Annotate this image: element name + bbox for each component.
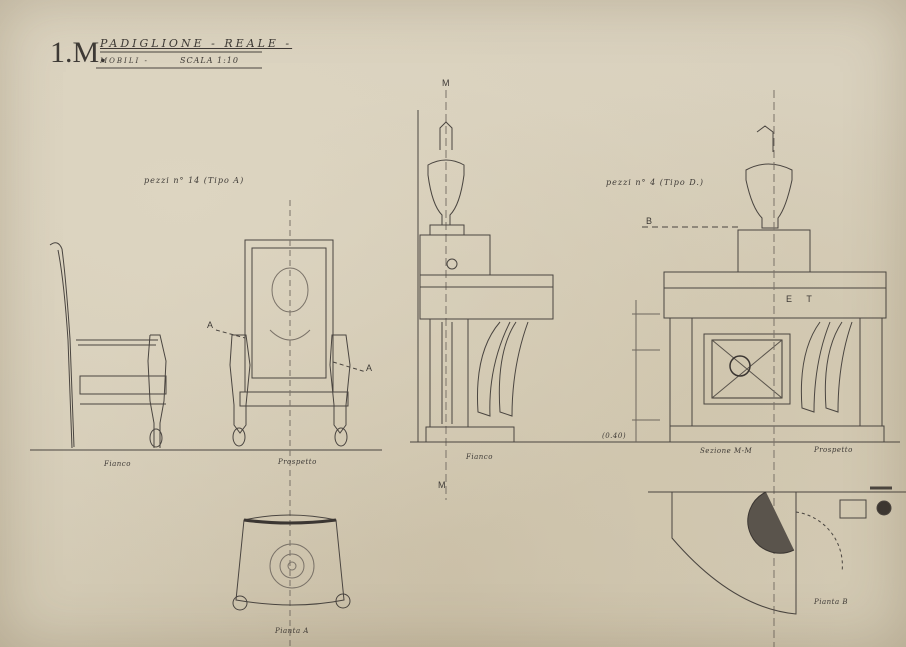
label-prospetto-d: Prospetto — [814, 446, 853, 454]
section-mark-a-left: A — [207, 320, 215, 330]
label-fianco-center: Fianco — [466, 453, 493, 461]
label-pianta-a: Pianta A — [275, 627, 309, 635]
armchair-side-view — [49, 242, 167, 449]
label-sezione-mm: Sezione M-M — [700, 447, 753, 455]
marker-b: B — [646, 216, 654, 226]
section-line-a — [215, 329, 246, 339]
level-label: (0.40) — [602, 432, 627, 440]
axis-mark-m-top: M — [442, 78, 451, 88]
sheet-code: 1.M. — [50, 36, 107, 69]
axis-mark-m-bottom: M — [438, 480, 447, 490]
label-prospetto-a: Prospetto — [278, 458, 317, 466]
console-side-view — [417, 90, 554, 500]
label-pianta-b: Pianta B — [814, 598, 848, 606]
console-d-elevation — [632, 90, 887, 647]
section-line-a2 — [332, 361, 367, 373]
note-tipo-a: pezzi n° 14 (Tipo A) — [144, 176, 245, 185]
sheet-title: PADIGLIONE - REALE - — [100, 37, 293, 50]
plaque-text: E T — [786, 294, 818, 304]
sheet-scale: SCALA 1:10 — [180, 56, 239, 65]
label-fianco-a: Fianco — [104, 460, 131, 468]
sheet-subtitle: MOBILI - — [100, 57, 149, 65]
section-mark-a-right: A — [366, 363, 374, 373]
console-plan-view — [648, 486, 906, 615]
note-tipo-d: pezzi n° 4 (Tipo D.) — [606, 178, 705, 187]
armchair-plan-view — [232, 514, 351, 611]
